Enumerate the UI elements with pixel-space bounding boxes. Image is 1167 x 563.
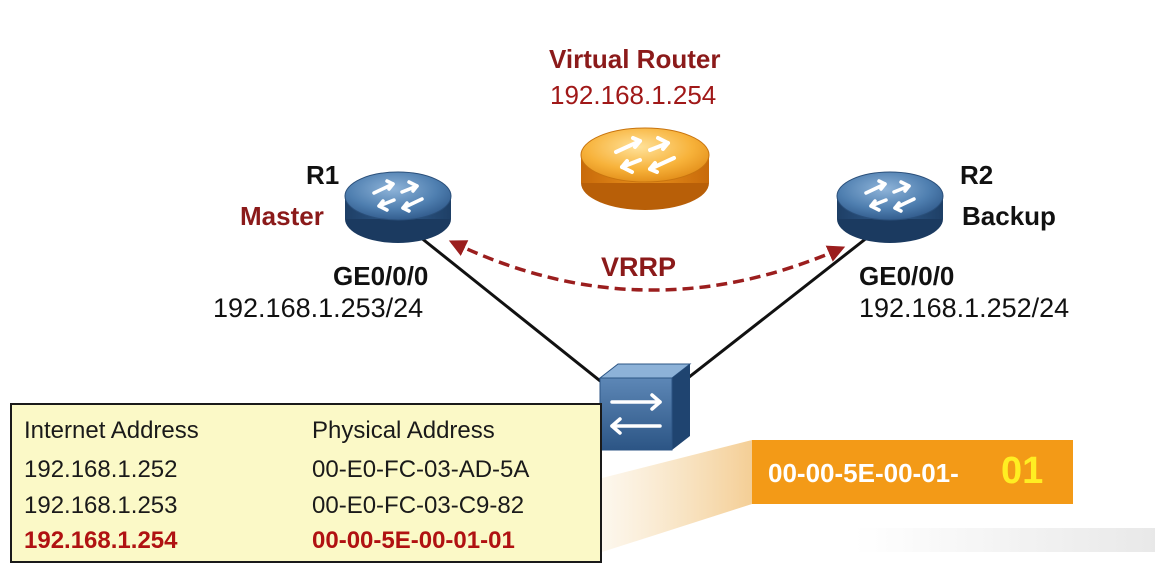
virtual-mac-prefix: 00-00-5E-00-01- — [768, 458, 959, 488]
r2-role: Backup — [962, 201, 1056, 231]
arp-row-3-ip: 192.168.1.254 — [24, 527, 178, 554]
arp-table: Internet Address Physical Address 192.16… — [10, 403, 602, 563]
virtual-router-title: Virtual Router — [549, 44, 721, 74]
arp-header-internet: Internet Address — [24, 417, 199, 444]
r2-name: R2 — [960, 160, 994, 190]
r1-ip: 192.168.1.253/24 — [213, 293, 424, 323]
arp-row-3-mac: 00-00-5E-00-01-01 — [312, 527, 515, 554]
virtual-mac-suffix: 01 — [1001, 450, 1044, 492]
r2-router-icon — [836, 171, 944, 243]
r1-role: Master — [240, 201, 324, 231]
callout-pointer — [602, 440, 752, 552]
r2-interface: GE0/0/0 — [859, 261, 955, 291]
vrrp-label: VRRP — [601, 252, 677, 282]
switch-icon — [598, 363, 692, 451]
arp-row-2-ip: 192.168.1.253 — [24, 492, 178, 519]
arp-row-2-mac: 00-E0-FC-03-C9-82 — [312, 492, 525, 519]
link-r1-switch — [419, 235, 615, 394]
r1-name: R1 — [306, 160, 340, 190]
virtual-router-ip: 192.168.1.254 — [550, 80, 717, 110]
r2-ip: 192.168.1.252/24 — [859, 293, 1070, 323]
watermark — [855, 528, 1155, 552]
vrrp-link — [448, 240, 846, 292]
arp-header-physical: Physical Address — [312, 417, 495, 444]
link-r2-switch — [669, 235, 869, 394]
r1-router-icon — [344, 171, 452, 243]
r1-interface: GE0/0/0 — [333, 261, 429, 291]
virtual-mac-callout: 00-00-5E-00-01- 01 — [752, 440, 1073, 504]
arp-row-1-ip: 192.168.1.252 — [24, 456, 178, 483]
virtual-router-icon — [580, 127, 710, 210]
arp-row-1-mac: 00-E0-FC-03-AD-5A — [312, 456, 530, 483]
